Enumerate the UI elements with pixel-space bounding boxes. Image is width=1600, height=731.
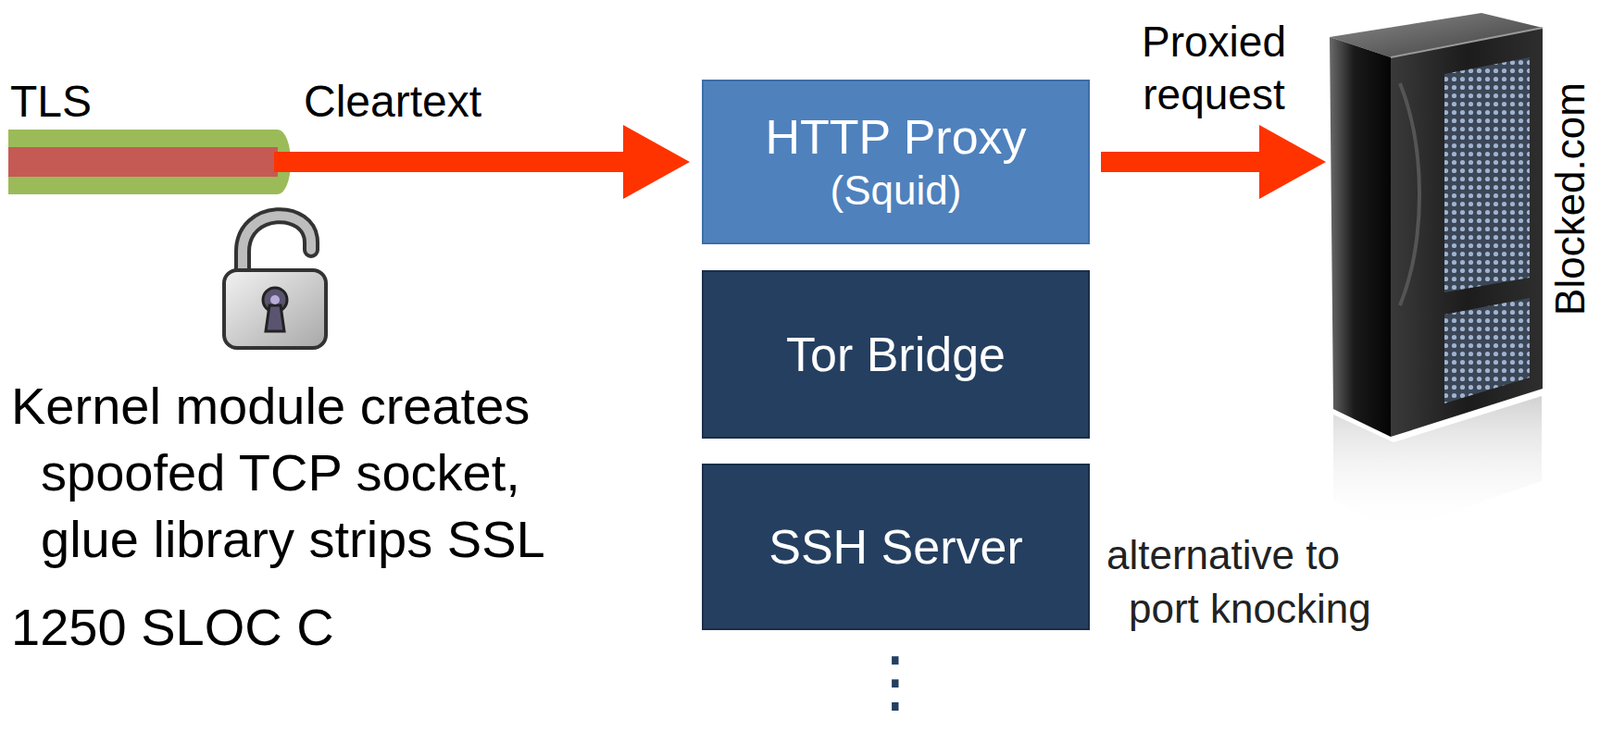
- keyhole-slot: [265, 305, 285, 332]
- cleartext-label: Cleartext: [303, 75, 482, 127]
- server-vent-upper: [1444, 57, 1530, 293]
- server-node: Blocked.com: [1314, 9, 1593, 454]
- server-vent-lower: [1444, 298, 1530, 404]
- server-illustration: [1329, 12, 1543, 533]
- process-box: HTTP Proxy(Squid): [701, 79, 1090, 245]
- tube-label: TLS: [10, 75, 92, 127]
- tube-inner: [8, 147, 278, 177]
- lock-body: [224, 270, 326, 349]
- code-size-note: 1250 SLOC C: [11, 594, 335, 662]
- ellipsis-mark: ⋮: [862, 648, 929, 715]
- lock-shackle-outline: [242, 215, 312, 278]
- tube-outer: [8, 129, 278, 195]
- server-edge: [1390, 27, 1543, 58]
- edge-label: Proxied request: [1121, 15, 1307, 122]
- request-arrow: [1100, 125, 1326, 200]
- process-box: SSH Server: [701, 463, 1090, 631]
- note-text: Kernel module creates spoofed TCP socket…: [11, 373, 597, 574]
- server-front: [1390, 27, 1543, 438]
- node-subtitle: (Squid): [830, 166, 963, 216]
- node-title: Blocked.com: [1546, 82, 1596, 316]
- server-swoosh: [1400, 83, 1420, 306]
- cleartext-arrow: [274, 125, 690, 200]
- open-lock-icon: [224, 215, 326, 349]
- server-side: [1329, 37, 1391, 438]
- node-title: Tor Bridge: [786, 325, 1006, 384]
- process-box: Tor Bridge: [701, 270, 1090, 439]
- tls-tube: [8, 129, 291, 195]
- keyhole-shine: [270, 295, 280, 305]
- node-title: HTTP Proxy: [764, 108, 1026, 166]
- node-title: SSH Server: [768, 518, 1024, 576]
- side-note: alternative to port knocking: [1106, 528, 1398, 637]
- lock-shackle: [242, 215, 312, 278]
